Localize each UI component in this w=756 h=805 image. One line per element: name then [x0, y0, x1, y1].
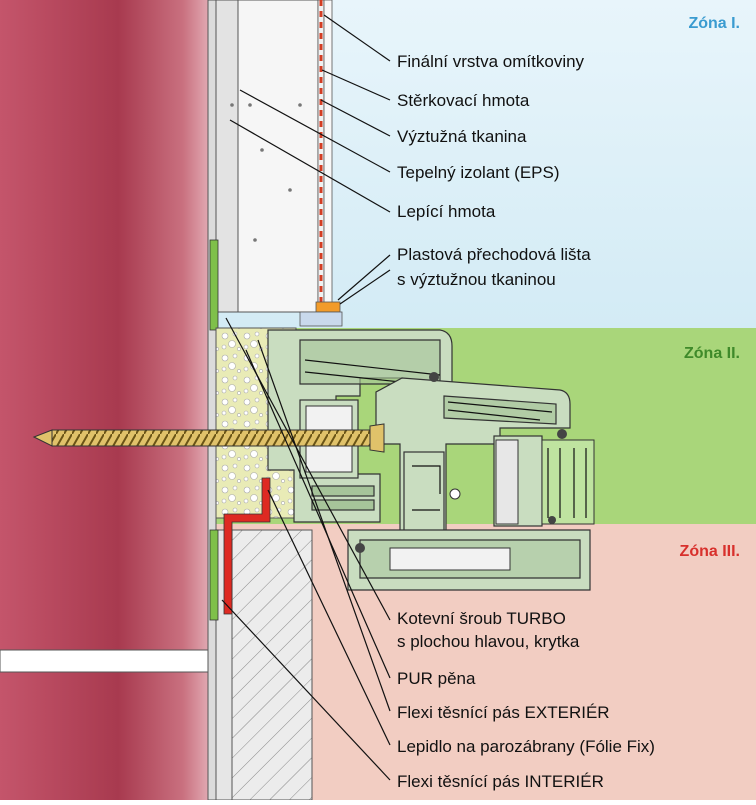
- label-trim-strip-line2: s výztužnou tkaninou: [397, 270, 556, 289]
- wall-edge: [207, 0, 217, 801]
- label-trim-strip-line1: Plastová přechodová lišta: [397, 245, 591, 264]
- wall-opening-sill: [0, 649, 209, 673]
- label-pur-foam: PUR pěna: [397, 669, 476, 688]
- exterior-tape-upper: [209, 239, 219, 331]
- label-vapor-glue: Lepidlo na parozábrany (Fólie Fix): [397, 737, 655, 756]
- vapor-barrier-glue: [223, 477, 271, 615]
- masonry-wall: [0, 0, 215, 800]
- window-frame-profile: [267, 329, 595, 591]
- trim-strip: [315, 301, 341, 313]
- label-insulation: Tepelný izolant (EPS): [397, 163, 560, 182]
- label-finish-render: Finální vrstva omítkoviny: [397, 52, 585, 71]
- lower-reveal: [231, 529, 313, 801]
- label-base-coat: Stěrkovací hmota: [397, 91, 530, 110]
- eps-insulation: [237, 0, 319, 313]
- zone-1-label: Zóna I.: [688, 15, 740, 32]
- label-mesh: Výztužná tkanina: [397, 127, 527, 146]
- label-adhesive: Lepící hmota: [397, 202, 496, 221]
- label-anchor-screw-line2: s plochou hlavou, krytka: [397, 632, 580, 651]
- interior-tape: [209, 529, 219, 621]
- label-anchor-screw-line1: Kotevní šroub TURBO: [397, 609, 566, 628]
- trim-strip-base: [299, 311, 343, 327]
- eps-dots: [230, 103, 302, 242]
- anchor-screw: [32, 423, 385, 453]
- leader-lines: [221, 14, 391, 781]
- zone-3-label: Zóna III.: [680, 543, 740, 560]
- zone-2-label: Zóna II.: [684, 345, 740, 362]
- adhesive-layer: [215, 0, 239, 313]
- label-tape-exterior: Flexi těsnící pás EXTERIÉR: [397, 703, 610, 722]
- label-tape-interior: Flexi těsnící pás INTERIÉR: [397, 772, 604, 791]
- finish-render-layer: [323, 0, 333, 309]
- glazing-unit: [541, 439, 595, 525]
